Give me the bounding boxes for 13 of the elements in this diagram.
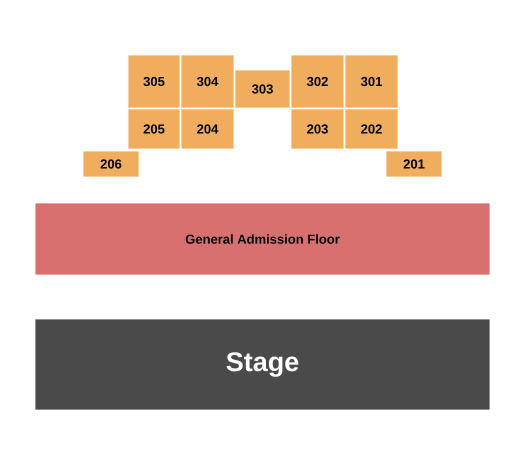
seating-section: 304 (180, 54, 234, 108)
seating-section: 302 (290, 54, 344, 108)
seating-section: 301 (344, 54, 398, 108)
seating-section: 202 (344, 108, 398, 150)
seating-section: 204 (180, 108, 234, 150)
seating-section: 201 (386, 150, 442, 178)
stage-block: Stage (34, 318, 490, 410)
floor-section: General Admission Floor (34, 202, 490, 276)
seating-section: 205 (128, 108, 180, 150)
seating-section: 303 (234, 70, 290, 108)
seating-section: 206 (82, 150, 140, 178)
seating-section: 203 (290, 108, 344, 150)
seating-section: 305 (128, 54, 180, 108)
